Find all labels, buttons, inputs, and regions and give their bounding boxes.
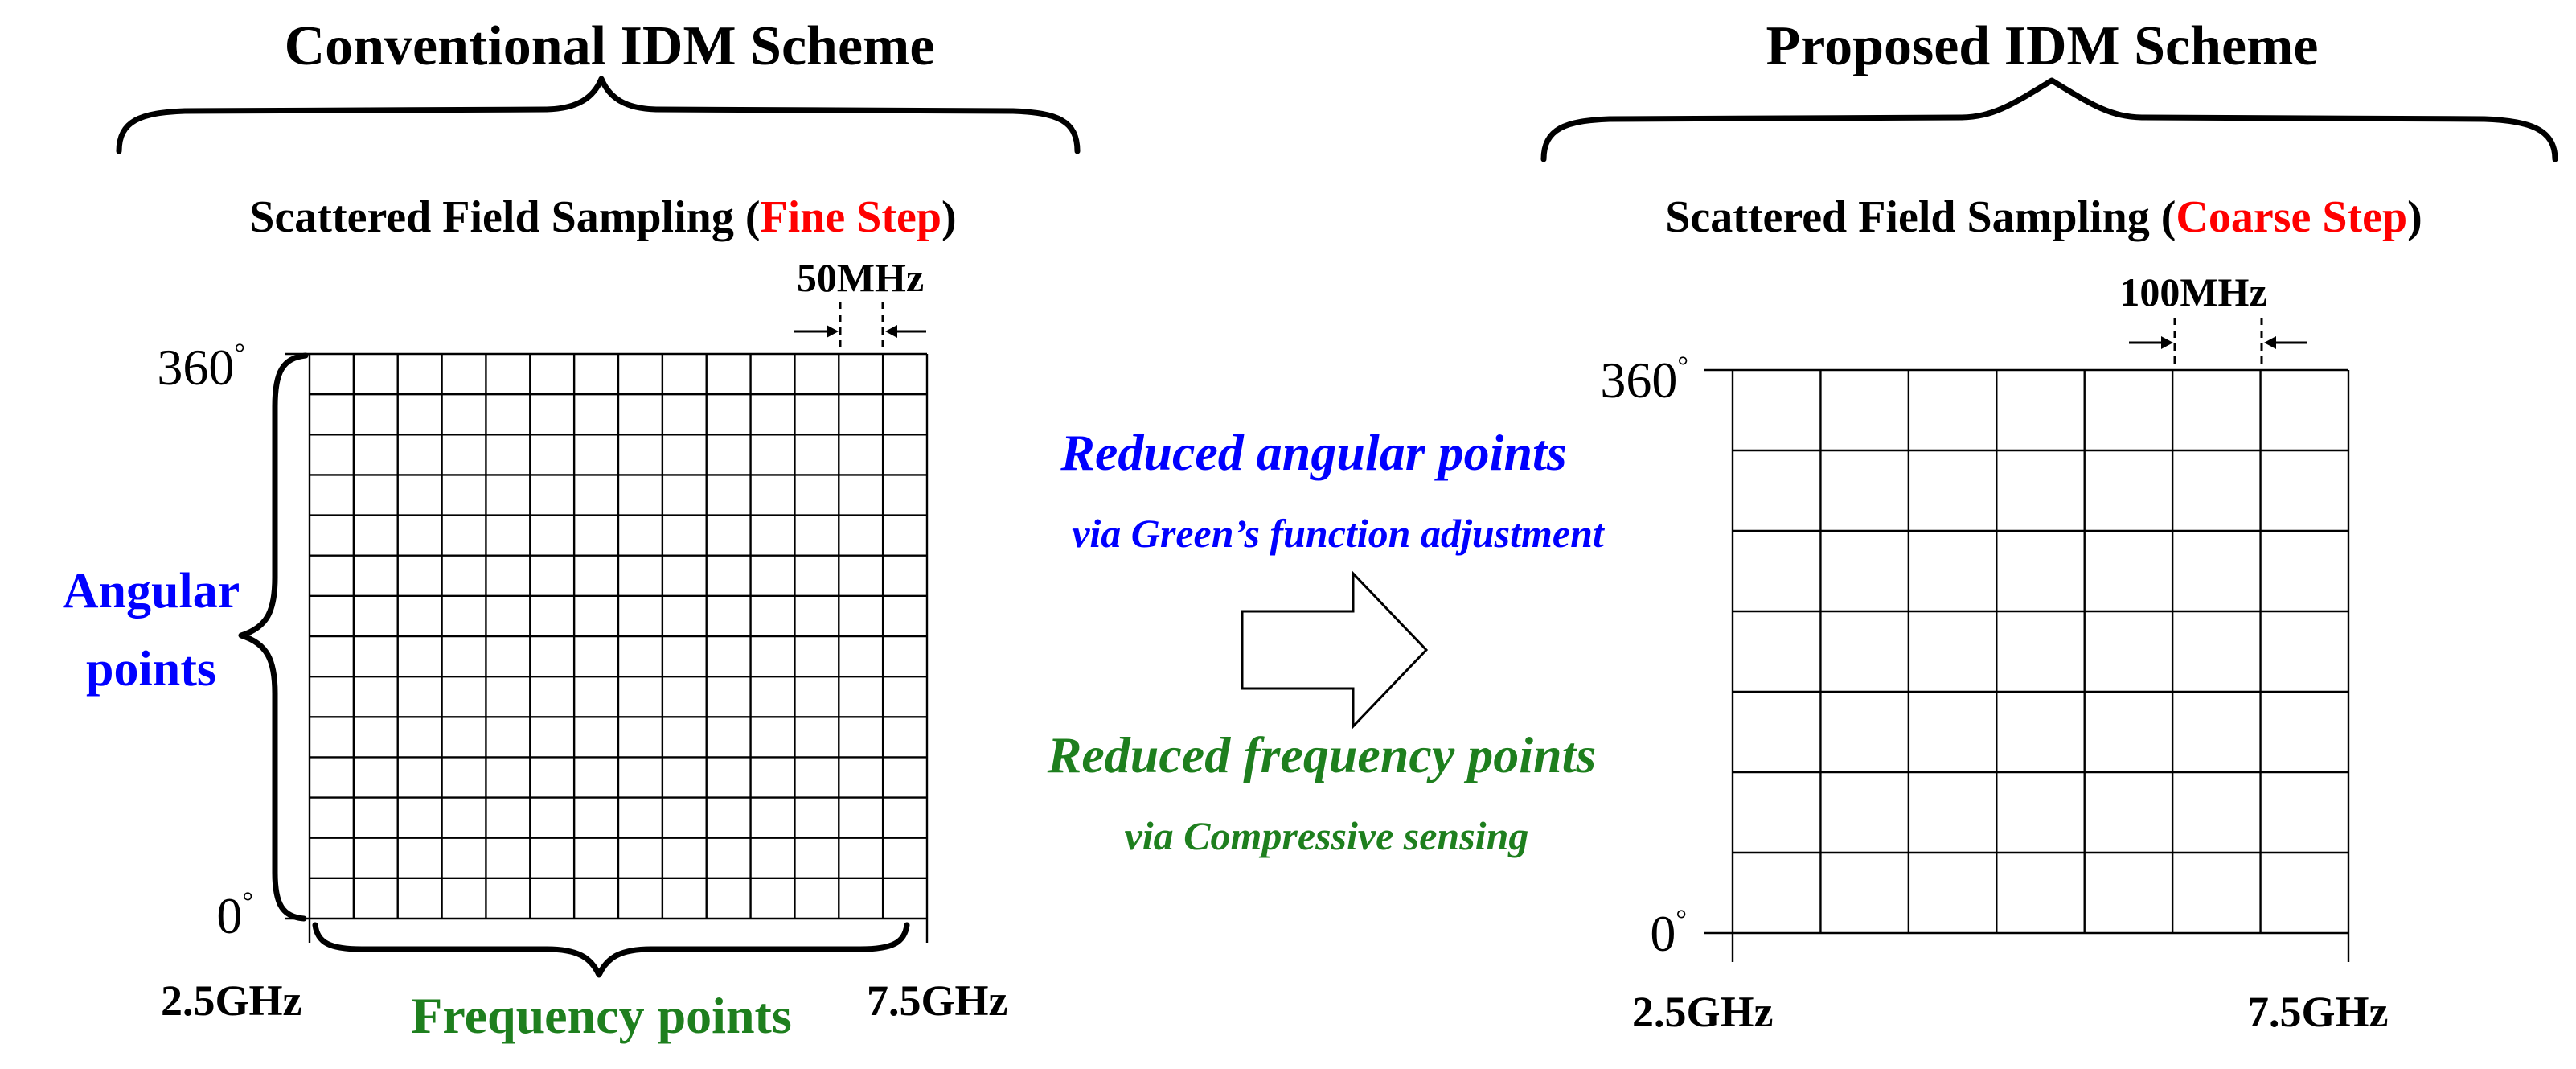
left-freq-end-label: 7.5GHz — [867, 976, 1007, 1025]
proposed-scheme: Proposed IDM Scheme Scattered Field Samp… — [1540, 15, 2558, 1036]
reduction-notes: Reduced angular points via Green’s funct… — [1047, 424, 1606, 858]
right-freq-end-label: 7.5GHz — [2247, 988, 2388, 1036]
right-angle-bottom-label: 0° — [1650, 905, 1687, 962]
conventional-title: Conventional IDM Scheme — [285, 15, 935, 77]
proposed-title-brace — [1540, 77, 2558, 162]
proposed-title: Proposed IDM Scheme — [1766, 15, 2319, 77]
coarse-step-highlight: Coarse Step — [2176, 192, 2407, 242]
step-arrow-right-icon — [2264, 336, 2276, 349]
frequency-method-label: via Compressive sensing — [1125, 813, 1529, 858]
fine-sampling-grid — [285, 352, 929, 943]
step-arrow-left-icon — [827, 325, 839, 338]
step-label-100mhz: 100MHz — [2119, 269, 2266, 315]
frequency-points-label: Frequency points — [411, 987, 792, 1044]
right-block-arrow-icon — [1241, 570, 1429, 730]
angular-points-label-line1: Angular — [63, 564, 240, 619]
reduced-frequency-label: Reduced frequency points — [1047, 726, 1597, 783]
fine-step-highlight: Fine Step — [760, 192, 941, 242]
conventional-title-brace — [116, 76, 1081, 154]
angular-points-label-line2: points — [86, 642, 216, 697]
conventional-scheme: Conventional IDM Scheme Scattered Field … — [63, 15, 1081, 1044]
right-freq-start-label: 2.5GHz — [1632, 988, 1773, 1036]
step-arrow-right-icon — [885, 325, 897, 338]
angular-method-label: via Green’s function adjustment — [1072, 511, 1606, 556]
proposed-sampling-label: Scattered Field Sampling (Coarse Step) — [1665, 192, 2422, 242]
conventional-sampling-label: Scattered Field Sampling (Fine Step) — [249, 192, 956, 242]
right-angle-top-label: 360° — [1600, 352, 1688, 409]
step-arrow-left-icon — [2161, 336, 2173, 349]
left-angle-bottom-label: 0° — [216, 887, 253, 944]
frequency-points-brace — [312, 922, 910, 978]
coarse-sampling-grid — [1704, 368, 2350, 962]
angular-points-brace — [238, 352, 309, 922]
left-freq-start-label: 2.5GHz — [161, 976, 301, 1025]
left-angle-top-label: 360° — [157, 339, 245, 396]
reduced-angular-label: Reduced angular points — [1060, 424, 1566, 481]
step-label-50mhz: 50MHz — [797, 255, 924, 300]
